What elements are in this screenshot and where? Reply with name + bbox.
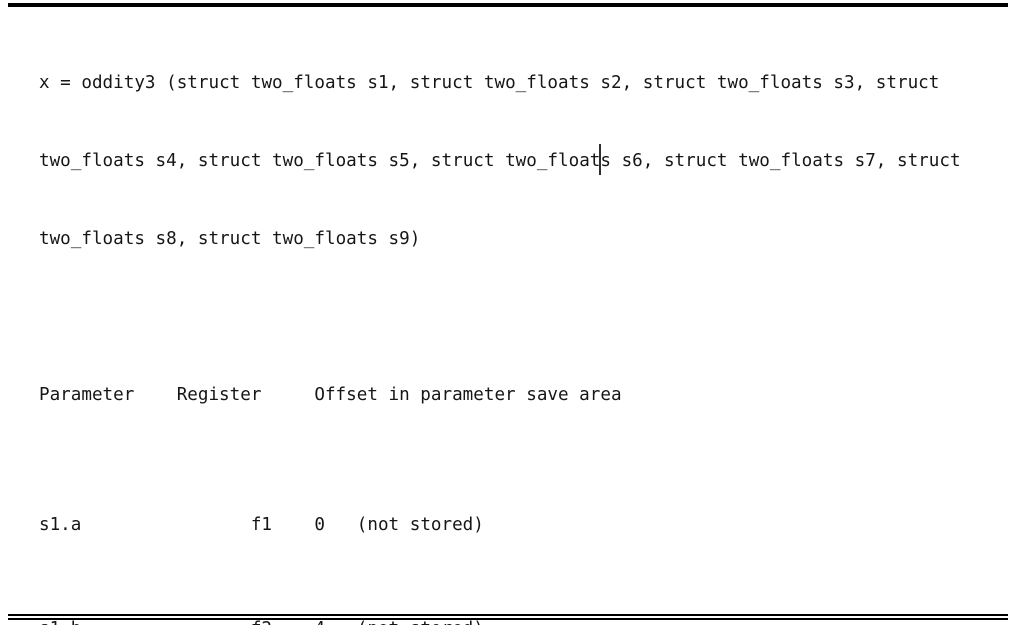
- parameter-table-rows: s1.a f1 0 (not stored) s1.bf24 (not stored…: [39, 460, 999, 625]
- table-row: s1.bf24 (not stored): [39, 616, 999, 625]
- code-line-1: x = oddity3 (struct two_floats s1, struc…: [39, 73, 940, 93]
- column-header-offset: Offset in parameter save area: [314, 385, 622, 405]
- column-header-register: Register: [176, 385, 262, 405]
- bottom-horizontal-rule-thick: [8, 613, 1008, 616]
- code-line-3: two_floats s8, struct two_floats s9): [39, 229, 421, 249]
- code-line-2-before-cursor: two_floats s4, struct two_floats s5, str…: [39, 151, 601, 171]
- cell-register: f1: [250, 515, 273, 535]
- cell-offset: 4 (not stored): [314, 619, 483, 625]
- code-line-2-after-cursor: s s6, struct two_floats s7, struct: [600, 151, 961, 171]
- code-line-2: two_floats s4, struct two_floats s5, str…: [39, 144, 999, 175]
- cell-parameter: s1.b: [39, 616, 251, 625]
- table-header-row: Parameter Register Offset in parameter sav…: [39, 382, 999, 408]
- cell-parameter: s1.a: [39, 515, 82, 535]
- cell-register: f2: [251, 616, 315, 625]
- document-content-area[interactable]: x = oddity3 (struct two_floats s1, struc…: [39, 18, 999, 625]
- top-horizontal-rule: [8, 3, 1008, 7]
- table-row: s1.a f1 0 (not stored): [39, 512, 999, 538]
- bottom-horizontal-rule-thin: [8, 617, 1008, 620]
- blank-line: [39, 304, 999, 330]
- column-header-parameter: Parameter: [39, 385, 135, 405]
- cell-offset: 0 (not stored): [314, 515, 484, 535]
